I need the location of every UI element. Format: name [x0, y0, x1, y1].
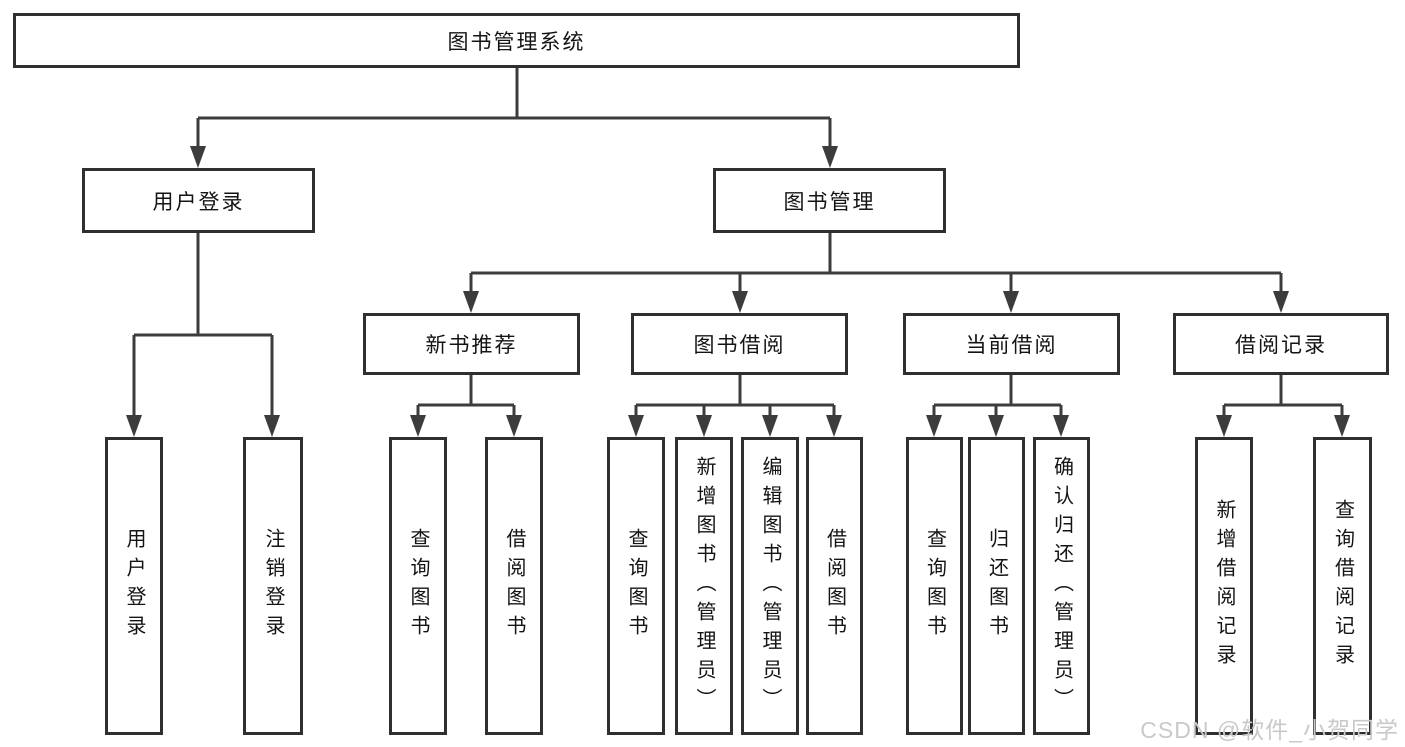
leaf-user-login: 用户登录 [105, 437, 163, 735]
leaf-query-books-recommend: 查询图书 [389, 437, 447, 735]
leaf-query-books-recommend-label: 查询图书 [407, 528, 429, 644]
node-current-borrow: 当前借阅 [903, 313, 1120, 375]
leaf-query-books-current: 查询图书 [906, 437, 963, 735]
leaf-borrow-books-label: 借阅图书 [823, 528, 846, 644]
connector-user-login-branch [126, 233, 280, 437]
leaf-query-books-borrow: 查询图书 [607, 437, 665, 735]
connector-borrow-records-branch [1216, 375, 1350, 437]
connector-new-book-branch [410, 375, 522, 437]
node-current-borrow-label: 当前借阅 [965, 334, 1058, 357]
leaf-confirm-return-admin-label: 确认归还（管理员） [1050, 455, 1073, 717]
node-book-management-label: 图书管理 [783, 190, 876, 214]
leaf-edit-books-admin-label: 编辑图书（管理员） [759, 455, 781, 717]
leaf-borrow-books: 借阅图书 [806, 437, 863, 735]
connector-book-borrow-branch [628, 375, 842, 437]
node-new-book-recommend-label: 新书推荐 [425, 334, 518, 357]
leaf-add-borrow-record: 新增借阅记录 [1195, 437, 1253, 735]
node-book-borrow: 图书借阅 [631, 313, 848, 375]
leaf-query-books-current-label: 查询图书 [923, 528, 946, 644]
leaf-add-borrow-record-label: 新增借阅记录 [1213, 499, 1235, 673]
node-book-borrow-label: 图书借阅 [693, 334, 786, 357]
connector-current-borrow-branch [926, 375, 1069, 437]
node-user-login: 用户登录 [82, 168, 315, 233]
node-borrow-records-label: 借阅记录 [1235, 334, 1327, 357]
node-new-book-recommend: 新书推荐 [363, 313, 580, 375]
node-book-management: 图书管理 [713, 168, 946, 233]
node-borrow-records: 借阅记录 [1173, 313, 1389, 375]
node-root-system: 图书管理系统 [13, 13, 1020, 68]
leaf-borrow-books-recommend-label: 借阅图书 [503, 528, 525, 644]
leaf-query-books-borrow-label: 查询图书 [625, 528, 647, 644]
leaf-add-books-admin-label: 新增图书（管理员） [693, 455, 715, 717]
leaf-confirm-return-admin: 确认归还（管理员） [1033, 437, 1090, 735]
node-user-login-label: 用户登录 [152, 190, 245, 214]
leaf-user-login-label: 用户登录 [123, 528, 145, 644]
csdn-watermark: CSDN @软件_小贺同学 [1140, 717, 1399, 743]
leaf-edit-books-admin: 编辑图书（管理员） [741, 437, 799, 735]
leaf-borrow-books-recommend: 借阅图书 [485, 437, 543, 735]
leaf-query-borrow-record: 查询借阅记录 [1313, 437, 1372, 735]
node-root-system-label: 图书管理系统 [447, 30, 586, 54]
connector-book-management-branch [463, 233, 1289, 313]
leaf-logout: 注销登录 [243, 437, 303, 735]
leaf-logout-label: 注销登录 [262, 528, 284, 644]
leaf-query-borrow-record-label: 查询借阅记录 [1331, 499, 1354, 673]
leaf-return-books: 归还图书 [968, 437, 1025, 735]
leaf-add-books-admin: 新增图书（管理员） [675, 437, 733, 735]
leaf-return-books-label: 归还图书 [985, 528, 1008, 644]
connector-root-to-level2 [190, 68, 838, 168]
